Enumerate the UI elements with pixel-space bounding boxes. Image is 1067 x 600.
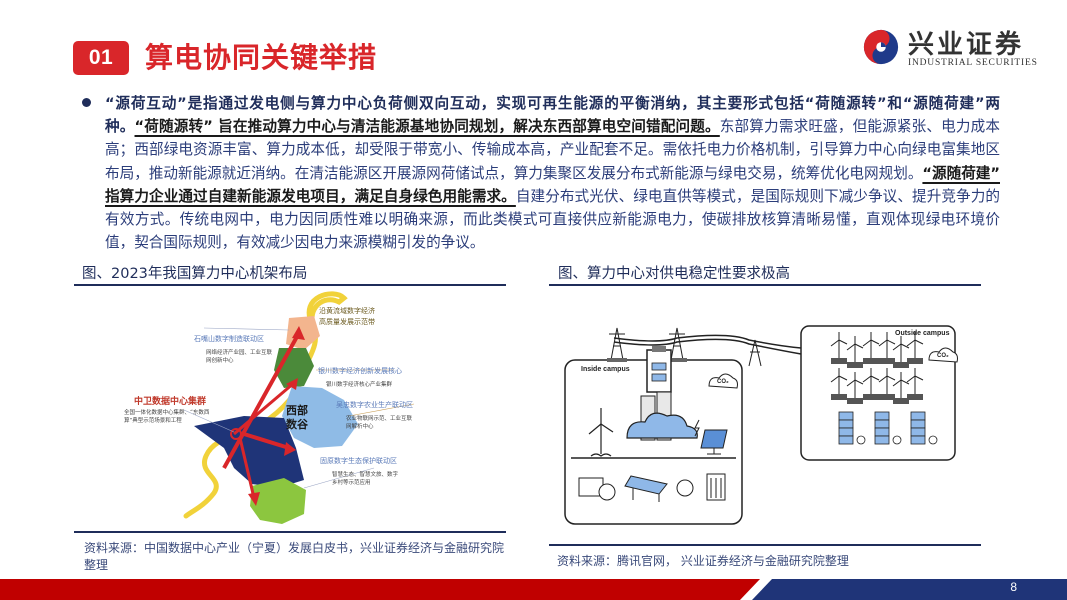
- map-label-yellow-river: 沿黄流域数字经济 高质量发展示范带: [319, 307, 375, 326]
- east-west-explanation: 东部算力需求旺盛，但能源紧张、电力成本高；西部绿电资源丰富、算力成本低，却受限于…: [105, 118, 1000, 182]
- self-build-explanation: 自建分布式光伏、绿电直供等模式，是国际规则下减少争议、提升竞争力的有效方式。传统…: [105, 187, 1000, 252]
- map-label-guyuan-sub: 智慧生态、智慧文旅、数字乡村等示范应用: [332, 472, 399, 486]
- map-label-wuzhong: 吴忠数字农业生产联动区: [336, 401, 413, 409]
- map-label-shizuishan-sub: 网络经济产业园、工业互联网创新中心: [206, 350, 273, 364]
- ningxia-map-graphic: [183, 291, 415, 524]
- body-paragraph: “源荷互动”是指通过发电侧与算力中心负荷侧双向互动，实现可再生能源的平衡消纳，其…: [105, 92, 1000, 254]
- yuansuihejian-definition: “源随荷建” 指算力企业通过自建新能源发电项目，满足自身绿色用能需求。: [105, 164, 1000, 205]
- company-logo: 兴业证券 INDUSTRIAL SECURITIES: [862, 22, 1052, 72]
- figure-2-caption: 图、算力中心对供电稳定性要求极高: [558, 266, 790, 282]
- map-label-wuzhong-sub: 农业物联网示范、工业互联网解析中心: [346, 416, 413, 430]
- co2-inside-label: CO₂: [717, 379, 729, 385]
- figure-2-source: 资料来源：腾讯官网， 兴业证券经济与金融研究院整理: [557, 554, 849, 568]
- map-label-zhongwei-sub: 全国一体化数据中心集群、“东数西算”典型示范场景和工程: [124, 410, 210, 424]
- page-title: 算电协同关键举措: [145, 41, 378, 74]
- hesuiyuanzhuan-definition: “荷随源转” 旨在推动算力中心与清洁能源基地协同规划，解决东西部算电空间错配问题…: [134, 118, 720, 136]
- bullet-icon: [82, 98, 91, 107]
- figure-2-bottom-rule: [549, 544, 981, 546]
- map-label-shizuishan: 石嘴山数字制造联动区: [194, 335, 264, 343]
- map-label-zhongwei: 中卫数据中心集群: [134, 397, 207, 407]
- section-number-badge: 01: [73, 41, 129, 75]
- map-label-yinchuan: 银川数字经济创新发展核心: [318, 367, 402, 375]
- map-label-guyuan: 固原数字生态保护联动区: [320, 457, 397, 465]
- figure-1-map: 沿黄流域数字经济 高质量发展示范带 石嘴山数字制造联动区 网络经济产业园、工业互…: [74, 288, 506, 528]
- logo-swirl-icon: [863, 29, 899, 65]
- logo-name-cn: 兴业证券: [908, 30, 1025, 60]
- outside-campus-label: Outside campus: [895, 330, 950, 337]
- figure-2-diagram: Inside campus Outside campus CO₂ CO₂: [549, 288, 981, 543]
- co2-outside-label: CO₂: [937, 353, 949, 359]
- figure-1-bottom-rule: [74, 531, 506, 533]
- map-label-yinchuan-sub: 银川数字经济核心产业集群: [326, 382, 393, 388]
- figure-1-caption: 图、2023年我国算力中心机架布局: [82, 266, 308, 282]
- footer-bar: [0, 579, 1067, 600]
- logo-name-en: INDUSTRIAL SECURITIES: [908, 58, 1038, 68]
- datacenter-power-diagram: [564, 325, 958, 525]
- figure-1-top-rule: [74, 284, 506, 286]
- map-label-western-data-valley: 西部 数谷: [286, 404, 308, 431]
- intro-bold: “源荷互动”是指通过发电侧与算力中心负荷侧双向互动，实现可再生能源的平衡消纳，其…: [105, 95, 1000, 136]
- figure-2-top-rule: [549, 284, 981, 286]
- inside-campus-label: Inside campus: [581, 366, 630, 373]
- page-number: 8: [1010, 580, 1017, 594]
- figure-1-source: 资料来源：中国数据中心产业（宁夏）发展白皮书，兴业证券经济与金融研究院整理: [84, 541, 505, 572]
